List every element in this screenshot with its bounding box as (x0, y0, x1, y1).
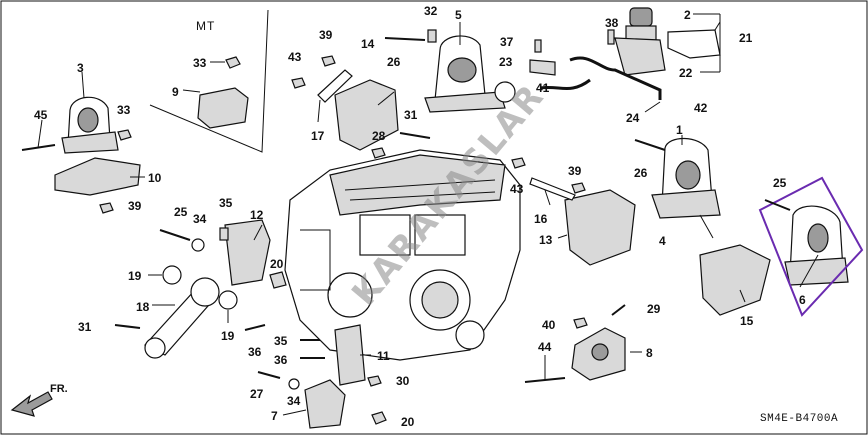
engine-block (284, 149, 521, 361)
part-15-bracket (699, 244, 771, 316)
part-6-transmission-mount (784, 205, 849, 286)
callout-24: 24 (626, 111, 640, 125)
part-1-engine-mount (651, 137, 721, 219)
callout-43: 43 (288, 50, 302, 64)
callout-33: 33 (117, 103, 131, 117)
callout-20: 20 (270, 257, 284, 271)
callout-27: 27 (250, 387, 264, 401)
front-direction-label: FR. (50, 383, 68, 395)
callout-21: 21 (739, 31, 753, 45)
callout-43: 43 (510, 182, 524, 196)
callout-17: 17 (311, 129, 325, 143)
callout-40: 40 (542, 318, 556, 332)
callout-1: 1 (676, 123, 683, 137)
callout-39: 39 (319, 28, 333, 42)
callout-6: 6 (799, 293, 806, 307)
callout-13: 13 (539, 233, 553, 247)
callout-41: 41 (536, 81, 550, 95)
catalog-code: SM4E-B4700A (760, 413, 838, 425)
callout-14: 14 (361, 37, 375, 51)
callout-12: 12 (250, 208, 264, 222)
callout-9: 9 (172, 85, 179, 99)
part-10-bracket (54, 157, 141, 196)
callout-44: 44 (538, 340, 552, 354)
mt-section-boundary (149, 9, 269, 153)
highlight-outline-part-6 (758, 176, 864, 317)
callout-37: 37 (500, 35, 514, 49)
callout-28: 28 (372, 129, 386, 143)
callout-7: 7 (271, 409, 278, 423)
callout-39: 39 (128, 199, 142, 213)
callout-45: 45 (34, 108, 48, 122)
callout-22: 22 (679, 66, 693, 80)
part-14-bracket (334, 79, 399, 151)
part-18-torque-rod (144, 277, 220, 359)
part-19-washer (218, 290, 238, 310)
callout-19: 19 (221, 329, 235, 343)
callout-31: 31 (404, 108, 418, 122)
callout-10: 10 (148, 171, 162, 185)
callout-23: 23 (499, 55, 513, 69)
part-21-bracket (667, 29, 721, 59)
part-17-stay (317, 69, 353, 103)
callout-30: 30 (396, 374, 410, 388)
callout-32: 32 (424, 4, 438, 18)
callout-26: 26 (387, 55, 401, 69)
part-9-bracket (197, 87, 249, 129)
part-12-bracket (224, 219, 271, 286)
callout-5: 5 (455, 8, 462, 22)
callout-38: 38 (605, 16, 619, 30)
callout-35: 35 (219, 196, 233, 210)
callout-36: 36 (274, 353, 288, 367)
part-5-engine-mount (424, 35, 516, 113)
mt-section-label: MT (196, 19, 215, 33)
callout-34: 34 (287, 394, 301, 408)
part-3-engine-mount (61, 96, 119, 154)
part-16-stay (529, 177, 576, 201)
callout-36: 36 (248, 345, 262, 359)
part-41-hose (539, 78, 591, 90)
part-19-washer (162, 265, 182, 285)
callout-8: 8 (646, 346, 653, 360)
callout-11: 11 (377, 349, 390, 363)
callout-19: 19 (128, 269, 142, 283)
callout-4: 4 (659, 234, 666, 248)
callout-3: 3 (77, 61, 84, 75)
callout-15: 15 (740, 314, 754, 328)
callout-29: 29 (647, 302, 661, 316)
callout-33: 33 (193, 56, 207, 70)
callout-numbers: 1 2 3 4 5 6 7 8 9 10 11 12 13 14 15 16 1… (34, 4, 806, 429)
callout-25: 25 (174, 205, 188, 219)
callout-18: 18 (136, 300, 150, 314)
callout-20: 20 (401, 415, 415, 429)
part-24-hose (569, 56, 662, 100)
leader-lines (37, 13, 819, 416)
part-23-tube (529, 59, 556, 76)
part-8-engine-mount (571, 327, 626, 381)
fastener-symbols (21, 29, 791, 425)
front-direction-arrow (10, 391, 53, 417)
callout-26: 26 (634, 166, 648, 180)
part-7-bracket (304, 379, 346, 429)
callout-31: 31 (78, 320, 92, 334)
callout-34: 34 (193, 212, 207, 226)
callout-25: 25 (773, 176, 787, 190)
part-13-bracket (564, 189, 636, 266)
part-22-actuator (614, 37, 666, 76)
callout-16: 16 (534, 212, 548, 226)
callout-42: 42 (694, 101, 708, 115)
part-11-bracket (334, 324, 366, 386)
callout-39: 39 (568, 164, 582, 178)
callout-35: 35 (274, 334, 288, 348)
callout-2: 2 (684, 8, 691, 22)
